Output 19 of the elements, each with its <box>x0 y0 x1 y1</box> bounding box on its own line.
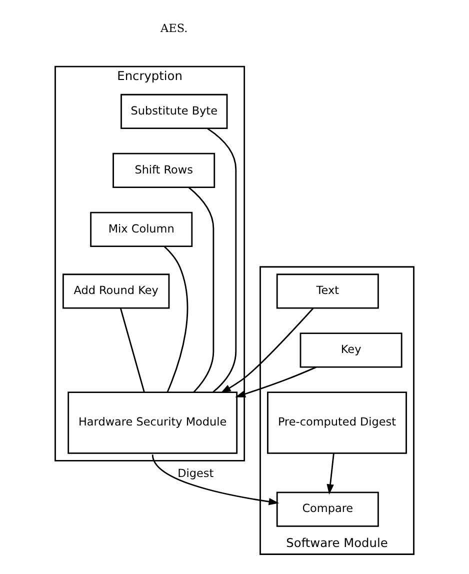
node-box: Pre-computed Digest <box>267 392 407 454</box>
connector <box>207 128 237 393</box>
arrow <box>235 366 316 398</box>
node-box: Compare <box>276 492 379 527</box>
node-box: Substitute Byte <box>120 94 228 130</box>
node-box: Mix Column <box>90 212 193 247</box>
node-box: Hardware Security Module <box>68 392 238 454</box>
label: AES. <box>160 22 188 35</box>
arrow <box>152 454 280 506</box>
node-box: Shift Rows <box>112 152 216 188</box>
arrow <box>326 453 334 495</box>
node-box: Text <box>276 274 379 309</box>
connector <box>188 186 214 393</box>
node-box: Add Round Key <box>62 274 170 309</box>
arrow <box>220 308 314 394</box>
node-box: Key <box>300 332 402 368</box>
connector <box>164 246 188 392</box>
edge-label: Digest <box>178 467 214 480</box>
connector <box>120 308 145 392</box>
